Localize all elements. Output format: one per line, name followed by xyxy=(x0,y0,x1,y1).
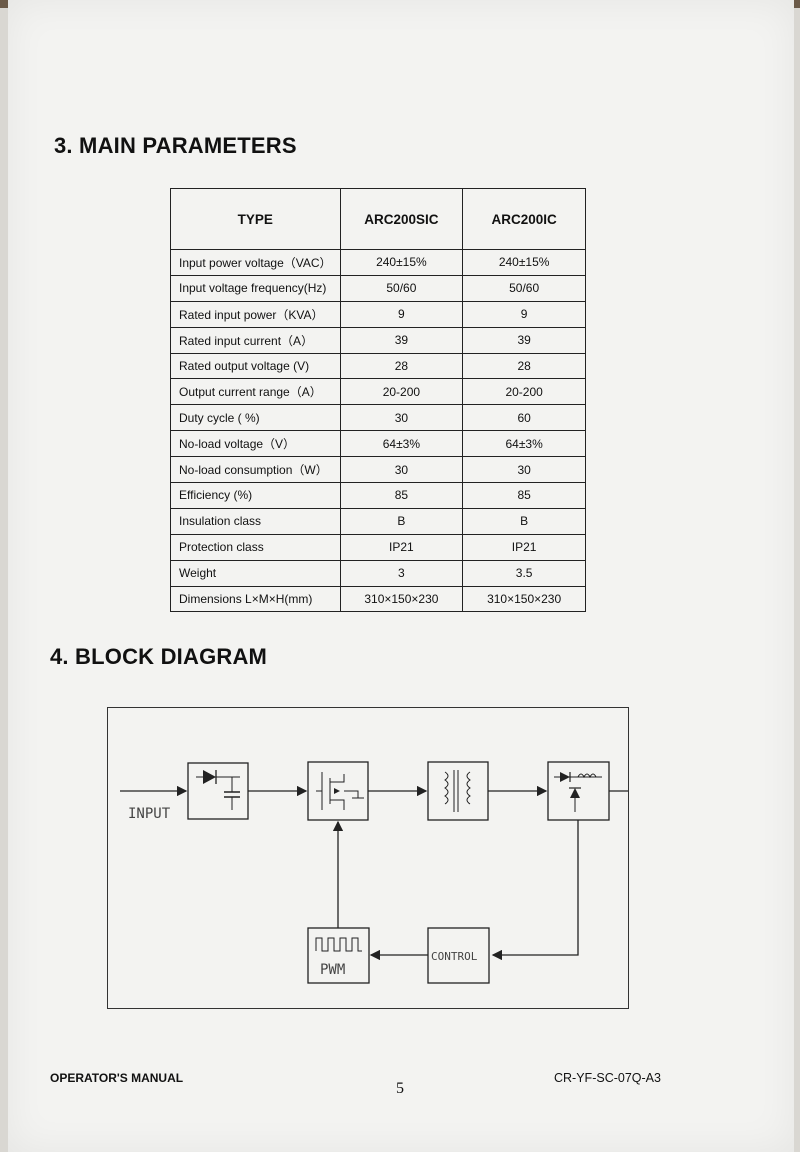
parameter-value: B xyxy=(339,507,464,535)
rectifier-block xyxy=(187,762,249,820)
parameter-label: Input voltage frequency(Hz) xyxy=(170,274,341,302)
column-header: ARC200SIC xyxy=(339,188,464,250)
parameter-value: 310×150×230 xyxy=(462,585,586,613)
section-heading-main-parameters: 3. MAIN PARAMETERS xyxy=(54,133,297,158)
parameter-value: 20-200 xyxy=(339,378,464,406)
parameter-label: Dimensions L×M×H(mm) xyxy=(170,585,341,613)
parameter-value: 64±3% xyxy=(339,430,464,458)
block-diagram-drawing: INPUT xyxy=(120,761,628,984)
parameter-label: Rated input power（KVA） xyxy=(170,300,341,328)
parameter-value: 85 xyxy=(462,482,586,509)
footer-manual-title: OPERATOR'S MANUAL xyxy=(50,1071,184,1085)
output-rectifier-block xyxy=(547,761,610,821)
inductor-icon xyxy=(577,773,597,779)
parameter-value: 28 xyxy=(339,352,464,380)
parameter-value: 20-200 xyxy=(462,378,586,406)
parameter-value: 39 xyxy=(339,326,464,354)
parameter-label: Rated input current（A） xyxy=(170,326,341,354)
parameters-table: TYPE ARC200SIC ARC200IC Input power volt… xyxy=(170,188,586,613)
block-diagram: INPUT xyxy=(107,707,629,1009)
parameter-label: Input power voltage（VAC） xyxy=(170,249,341,276)
parameter-value: B xyxy=(462,507,586,535)
parameter-label: Efficiency (%) xyxy=(170,482,341,509)
transistor-icon xyxy=(316,772,364,810)
transformer-coil-icon xyxy=(444,771,449,805)
parameter-value: 3 xyxy=(339,559,464,587)
parameter-value: 3.5 xyxy=(462,559,586,587)
transformer-block xyxy=(427,761,489,821)
pwm-block: PWM xyxy=(307,927,370,984)
square-wave-icon xyxy=(315,937,362,952)
parameter-label: Duty cycle ( %) xyxy=(170,404,341,432)
parameter-value: 50/60 xyxy=(462,274,586,302)
pwm-label: PWM xyxy=(320,962,345,978)
parameter-value: 9 xyxy=(339,300,464,328)
parameter-label: No-load voltage（V） xyxy=(170,430,341,458)
parameter-label: Rated output voltage (V) xyxy=(170,352,341,380)
table-row: Input power voltage（VAC）240±15%240±15% xyxy=(170,249,586,276)
parameter-value: 30 xyxy=(339,456,464,484)
parameter-label: Weight xyxy=(170,559,341,587)
inverter-block xyxy=(307,761,369,821)
parameter-value: 30 xyxy=(339,404,464,432)
control-label: CONTROL xyxy=(431,950,478,963)
footer-document-code: CR-YF-SC-07Q-A3 xyxy=(554,1071,661,1085)
parameter-value: 28 xyxy=(462,352,586,380)
parameter-value: IP21 xyxy=(462,533,586,561)
control-block: CONTROL xyxy=(427,927,490,984)
parameter-value: 64±3% xyxy=(462,430,586,458)
parameter-label: Output current range（A） xyxy=(170,378,341,406)
parameter-value: 310×150×230 xyxy=(339,585,464,613)
parameter-label: No-load consumption（W） xyxy=(170,456,341,484)
parameter-value: 39 xyxy=(462,326,586,354)
parameter-label: Insulation class xyxy=(170,507,341,535)
section-heading-block-diagram: 4. BLOCK DIAGRAM xyxy=(50,644,268,669)
parameter-value: 240±15% xyxy=(462,249,586,276)
table-row: No-load voltage（V）64±3%64±3% xyxy=(170,430,586,458)
column-header: TYPE xyxy=(170,188,341,250)
parameter-label: Protection class xyxy=(170,533,341,561)
parameter-value: 240±15% xyxy=(339,249,464,276)
parameter-value: 85 xyxy=(339,482,464,509)
parameter-value: 50/60 xyxy=(339,274,464,302)
parameter-value: 9 xyxy=(462,300,586,328)
table-header-row: TYPE ARC200SIC ARC200IC xyxy=(170,188,586,250)
parameter-value: 60 xyxy=(462,404,586,432)
input-label: INPUT xyxy=(128,806,171,822)
parameter-value: 30 xyxy=(462,456,586,484)
parameter-value: IP21 xyxy=(339,533,464,561)
column-header: ARC200IC xyxy=(462,188,586,250)
page-number: 5 xyxy=(396,1080,404,1097)
